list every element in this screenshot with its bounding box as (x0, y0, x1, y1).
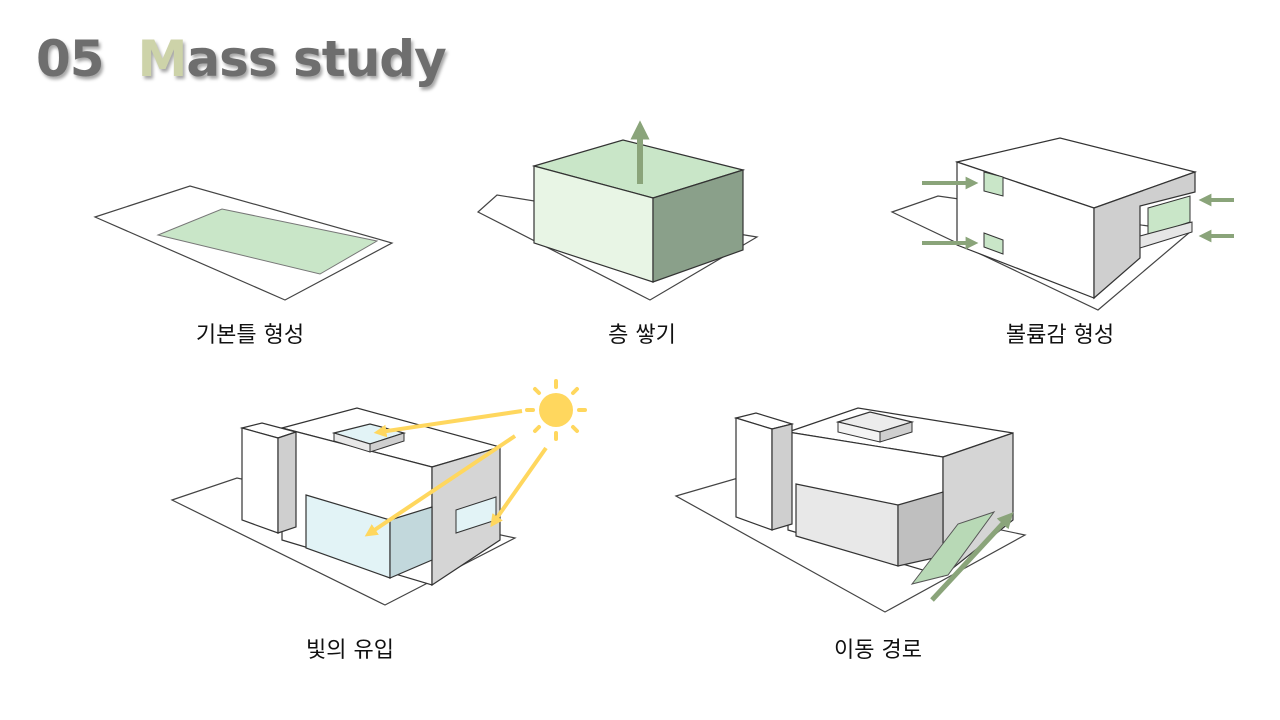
sun-ray-side (490, 446, 548, 528)
section-number: 05 (36, 30, 105, 88)
step-label-volume: 볼륨감 형성 (1005, 323, 1115, 348)
sun-icon (525, 379, 587, 441)
step-5-circulation (674, 407, 1027, 613)
step-label-circulation: 이동 경로 (834, 638, 922, 663)
mass-side (1093, 171, 1196, 300)
tower-front (241, 427, 279, 534)
step-2-stacking (476, 120, 759, 301)
skylight-side (369, 432, 405, 453)
step-label-daylight: 빛의 유입 (306, 638, 394, 663)
footprint-green (156, 208, 379, 275)
step-1-base-frame (93, 185, 394, 301)
roof-box-side (879, 421, 913, 443)
tower-front (735, 417, 773, 531)
title-initial-letter: M (137, 30, 188, 88)
tower-side (771, 423, 793, 531)
tower-side (277, 431, 297, 534)
step-label-base-frame: 기본틀 형성 (195, 323, 305, 348)
sun-ray-skylight (373, 409, 523, 438)
cutout-upper (983, 171, 1004, 197)
step-4-daylight (170, 379, 587, 606)
page-title: 05 Mass study (36, 30, 447, 88)
title-text: ass study (186, 30, 446, 88)
staircase (910, 511, 996, 585)
step-3-volume (890, 137, 1234, 311)
cutout-lower (983, 232, 1004, 255)
circulation-arrow (930, 512, 1014, 602)
glass-facade-side (389, 506, 433, 579)
recess-slab (1139, 221, 1193, 249)
mass-side (652, 169, 744, 283)
sun-ray-facade (364, 434, 517, 537)
step-label-stacking: 층 쌓기 (608, 323, 676, 348)
recess-green (1147, 195, 1191, 237)
